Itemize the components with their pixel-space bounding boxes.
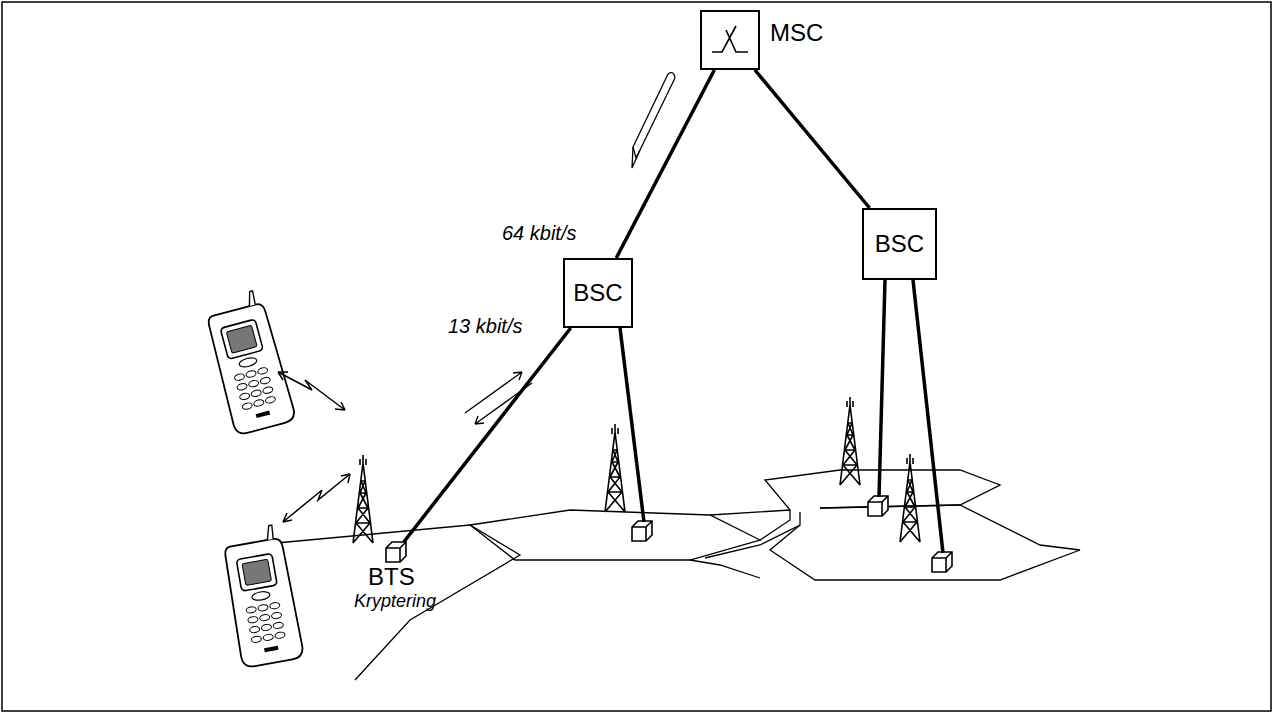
note-text: Kryptering [354,592,436,612]
node-label: MSC [770,20,823,46]
bts-cube [386,542,406,562]
controller-box: BSC [862,208,937,280]
node-label: BSC [573,280,622,306]
base-station: BTSKryptering [386,542,406,562]
controller-box: BSC [563,258,633,328]
node-label: BTS [368,564,415,590]
bitrate-label: 13 kbit/s [446,315,524,338]
trunk-link [755,70,870,208]
trunk-link [404,328,571,542]
bitrate-label: 64 kbit/s [500,222,578,245]
node-label: BSC [875,231,924,257]
trunk-link [616,70,714,258]
switch-box: MSC [700,10,760,70]
switch-symbol [702,12,758,68]
